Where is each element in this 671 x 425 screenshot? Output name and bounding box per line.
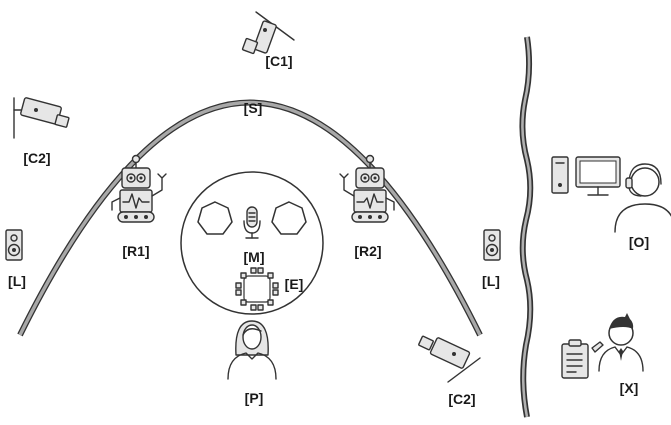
clipboard-icon bbox=[561, 339, 604, 379]
camera-top-label: [C1] bbox=[265, 53, 292, 69]
participant-label: [P] bbox=[245, 390, 264, 406]
experimenter-label: [X] bbox=[620, 380, 639, 396]
microphone-icon bbox=[243, 206, 261, 239]
equipment-label: [E] bbox=[285, 276, 304, 292]
heptagon-right bbox=[271, 201, 307, 235]
speaker-icon bbox=[5, 229, 23, 261]
camera-left-label: [C2] bbox=[23, 150, 50, 166]
screen-label: [S] bbox=[244, 100, 263, 116]
speaker-icon bbox=[483, 229, 501, 261]
computer-icon bbox=[551, 156, 621, 196]
robot-left-label: [R1] bbox=[122, 243, 149, 259]
table-circle bbox=[180, 171, 324, 315]
camera-icon bbox=[241, 11, 295, 55]
robot-right-label: [R2] bbox=[354, 243, 381, 259]
experimenter-icon bbox=[598, 313, 644, 372]
operator-label: [O] bbox=[629, 234, 649, 250]
speaker-left-label: [L] bbox=[8, 273, 26, 289]
screen-arc bbox=[17, 99, 483, 337]
camera-right-label: [C2] bbox=[448, 391, 475, 407]
camera-icon bbox=[418, 335, 481, 383]
equipment-icon bbox=[235, 267, 279, 311]
camera-icon bbox=[13, 97, 70, 139]
operator-headset-icon bbox=[614, 163, 671, 233]
speaker-right-label: [L] bbox=[482, 273, 500, 289]
person-icon bbox=[227, 320, 277, 380]
robot-icon bbox=[111, 154, 167, 223]
robot-icon bbox=[339, 154, 395, 223]
heptagon-left bbox=[197, 201, 233, 235]
microphone-label: [M] bbox=[244, 249, 265, 265]
